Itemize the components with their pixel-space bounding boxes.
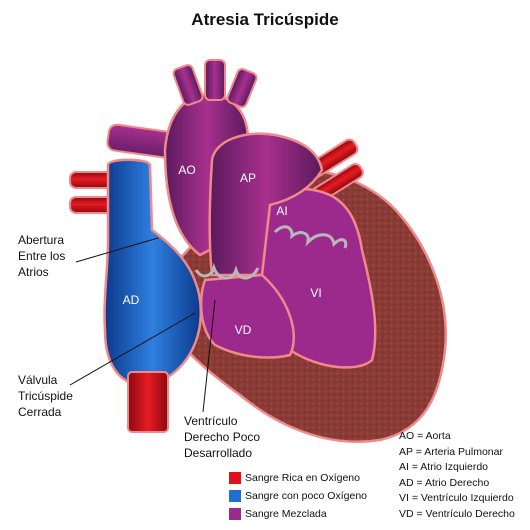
annotation-right-ventricle: Ventrículo Derecho Poco Desarrollado — [184, 414, 261, 460]
abbr-ad: AD = Atrio Derecho — [399, 476, 490, 489]
legend-swatch-oxygen-rich — [229, 472, 241, 484]
label-vi: VI — [310, 286, 321, 300]
label-ai: AI — [276, 204, 287, 218]
right-ventricle — [199, 273, 295, 359]
abbr-ao: AO = Aorta — [399, 430, 451, 442]
label-vd: VD — [235, 323, 252, 337]
pulmonary-artery — [208, 132, 324, 277]
label-ao: AO — [178, 163, 195, 177]
tricuspid-valve-closed — [194, 262, 260, 280]
legend-swatch-oxygen-poor — [229, 490, 241, 502]
inferior-vena-cava — [127, 371, 169, 433]
leader-line-rv — [202, 299, 216, 413]
aortic-branches — [172, 59, 258, 108]
legend-label-oxygen-rich: Sangre Rica en Oxígeno — [245, 472, 360, 484]
abbr-ai: AI = Atrio Izquierdo — [399, 461, 489, 474]
leader-line-valve — [69, 312, 196, 386]
abbr-vi: VI = Ventrículo Izquierdo — [399, 492, 514, 505]
legend-label-mixed: Sangre Mezclada — [245, 508, 327, 520]
abbreviation-key: AO = Aorta AP = Arteria Pulmonar AI = At… — [399, 429, 515, 523]
right-atrium — [103, 158, 203, 387]
abbr-vd: VD = Ventrículo Derecho — [399, 507, 515, 520]
leader-line-asd — [75, 237, 159, 263]
abbr-ap: AP = Arteria Pulmonar — [399, 445, 503, 458]
legend-swatch-mixed — [229, 508, 241, 520]
annotation-asd: Abertura Entre los Atrios — [18, 233, 66, 279]
diagram-title: Atresia Tricúspide — [191, 10, 339, 29]
label-ap: AP — [240, 171, 256, 185]
annotation-tricuspid-valve: Válvula Tricúspide Cerrada — [18, 373, 73, 419]
label-ad: AD — [123, 293, 140, 307]
legend-label-oxygen-poor: Sangre con poco Oxígeno — [245, 490, 368, 502]
mitral-valve-outline — [273, 225, 348, 249]
